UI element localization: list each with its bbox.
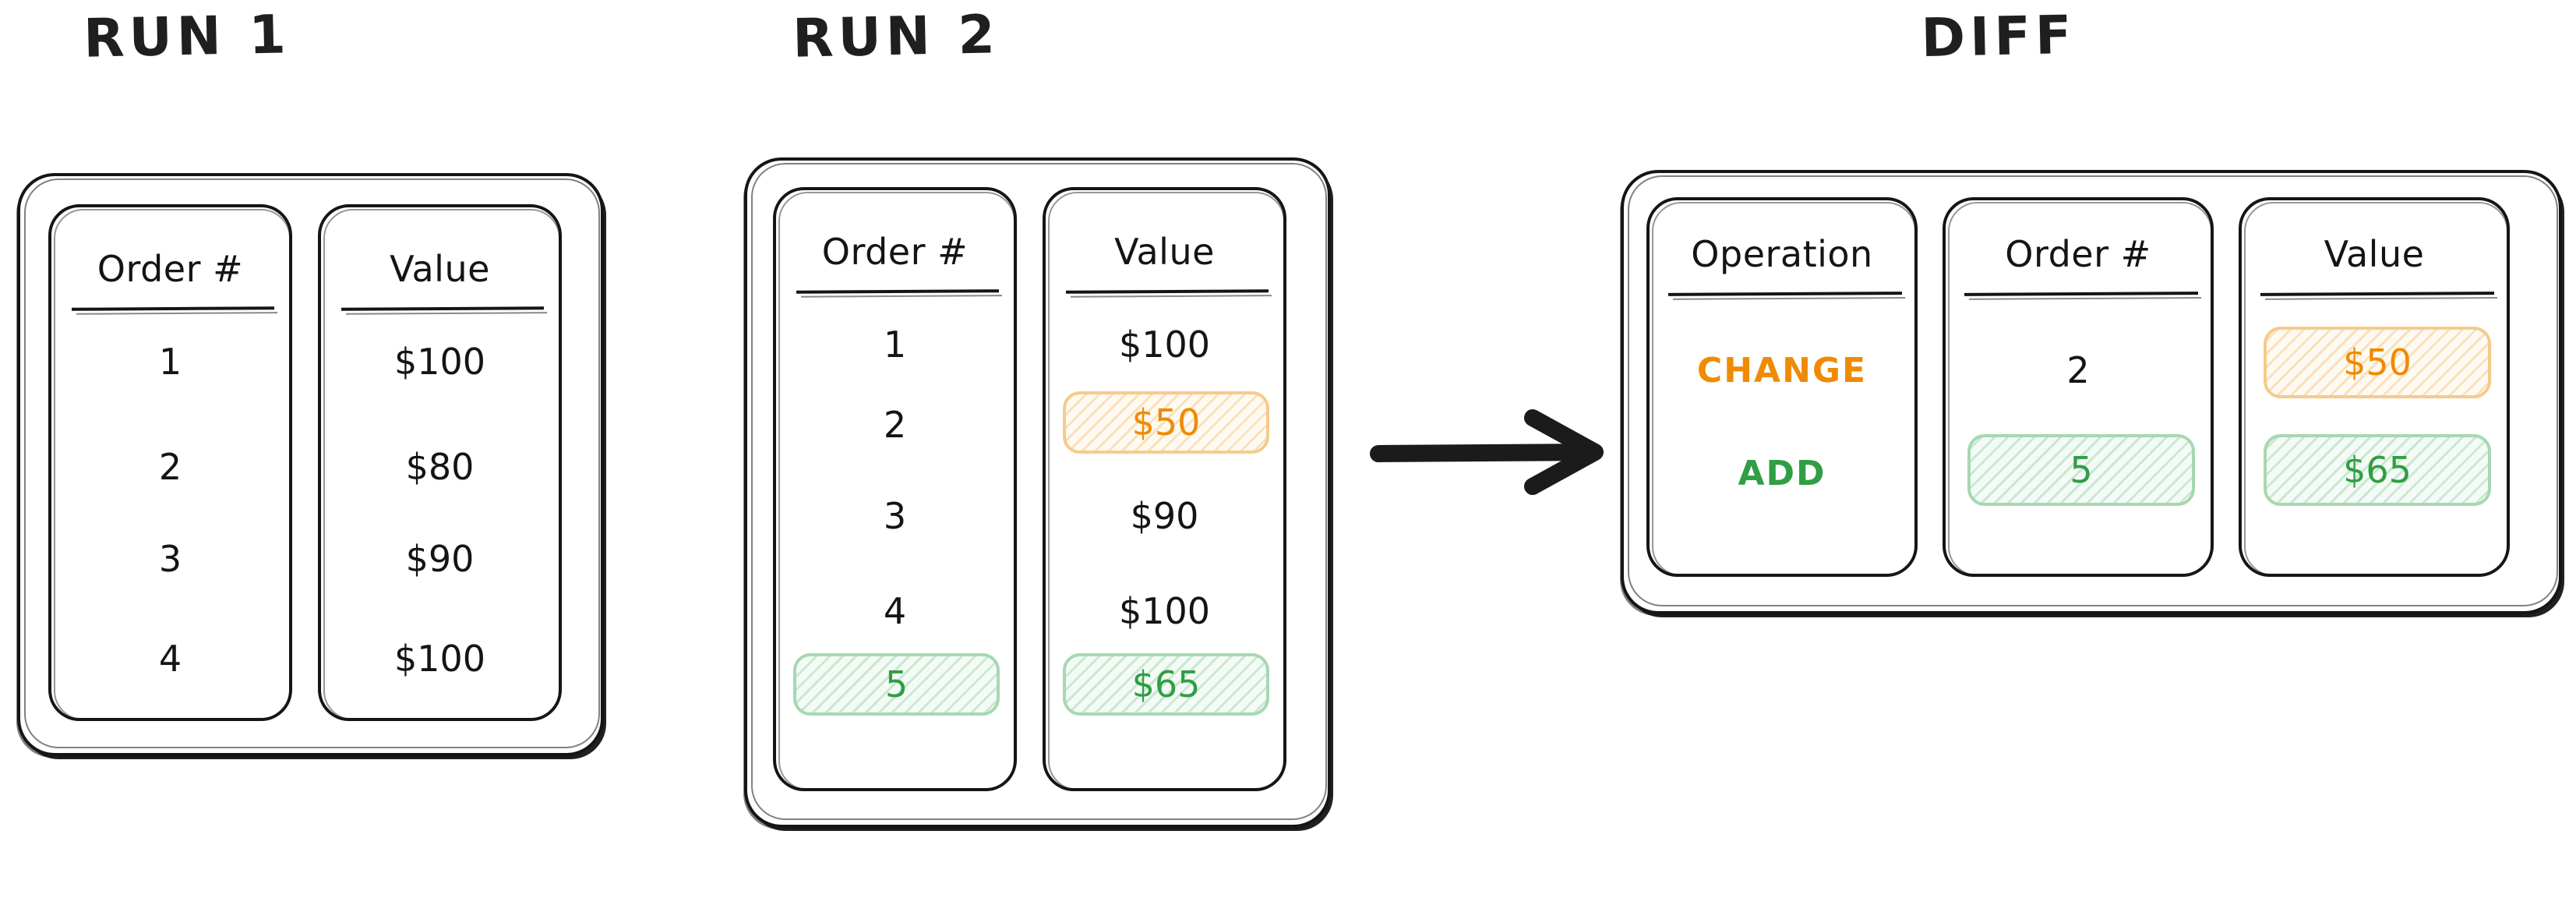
diff-order-header: Order # bbox=[2005, 233, 2151, 275]
run1-value-rule bbox=[341, 306, 545, 311]
run1-value-cell: $90 bbox=[405, 538, 475, 580]
diff-operation-change: CHANGE bbox=[1696, 351, 1868, 391]
run1-column-order: Order # 1 2 3 4 bbox=[48, 204, 292, 721]
run2-value-cell: $90 bbox=[1130, 495, 1199, 537]
flow-arrow-icon bbox=[1370, 409, 1604, 495]
run2-value-cell-changed: $50 bbox=[1063, 391, 1269, 454]
diff-order-cell: 2 bbox=[2066, 349, 2090, 391]
diff-column-operation: Operation CHANGE ADD bbox=[1646, 197, 1918, 577]
run2-order-rule bbox=[796, 289, 1000, 294]
diff-value-cell-changed: $50 bbox=[2264, 327, 2491, 398]
diff-order-rule bbox=[1964, 292, 2199, 296]
diff-value-rule bbox=[2260, 292, 2495, 296]
diff-operation-header: Operation bbox=[1691, 233, 1873, 275]
diff-value-header: Value bbox=[2324, 233, 2425, 275]
diff-operation-add: ADD bbox=[1738, 454, 1826, 493]
run1-order-rule bbox=[71, 306, 275, 311]
run2-value-cell-added: $65 bbox=[1063, 653, 1269, 716]
run1-value-cell: $80 bbox=[405, 446, 475, 488]
panel-title-diff: DIFF bbox=[1920, 4, 2077, 70]
run1-value-cell: $100 bbox=[393, 638, 486, 680]
run2-order-cell-added: 5 bbox=[793, 653, 1000, 716]
diff-column-value: Value $50 $65 bbox=[2239, 197, 2510, 577]
diff-value-cell-added: $65 bbox=[2264, 434, 2491, 506]
run2-column-order: Order # 1 2 3 4 5 bbox=[773, 187, 1017, 791]
run2-order-cell: 3 bbox=[883, 495, 907, 537]
run2-order-cell: 4 bbox=[883, 590, 907, 632]
run2-order-cell: 1 bbox=[883, 323, 907, 366]
run1-order-cell: 1 bbox=[158, 341, 182, 383]
panel-title-run2: RUN 2 bbox=[792, 4, 1000, 70]
run2-value-header: Value bbox=[1114, 231, 1215, 273]
run2-value-cell: $100 bbox=[1118, 323, 1211, 366]
run1-order-cell: 3 bbox=[158, 538, 182, 580]
diff-column-order: Order # 2 5 bbox=[1943, 197, 2214, 577]
run1-value-cell: $100 bbox=[393, 341, 486, 383]
run1-order-cell: 2 bbox=[158, 446, 182, 488]
panel-title-run1: RUN 1 bbox=[83, 4, 291, 70]
run2-order-header: Order # bbox=[821, 231, 969, 273]
run1-order-cell: 4 bbox=[158, 638, 182, 680]
run2-value-cell: $100 bbox=[1118, 590, 1211, 632]
run1-column-value: Value $100 $80 $90 $100 bbox=[318, 204, 562, 721]
run2-value-rule bbox=[1065, 289, 1269, 294]
run1-value-header: Value bbox=[390, 248, 490, 290]
diff-operation-rule bbox=[1667, 292, 1903, 296]
diff-order-cell-added: 5 bbox=[1967, 434, 2195, 506]
run2-column-value: Value $100 $50 $90 $100 $65 bbox=[1043, 187, 1286, 791]
run2-order-cell: 2 bbox=[883, 404, 907, 446]
run1-order-header: Order # bbox=[97, 248, 244, 290]
